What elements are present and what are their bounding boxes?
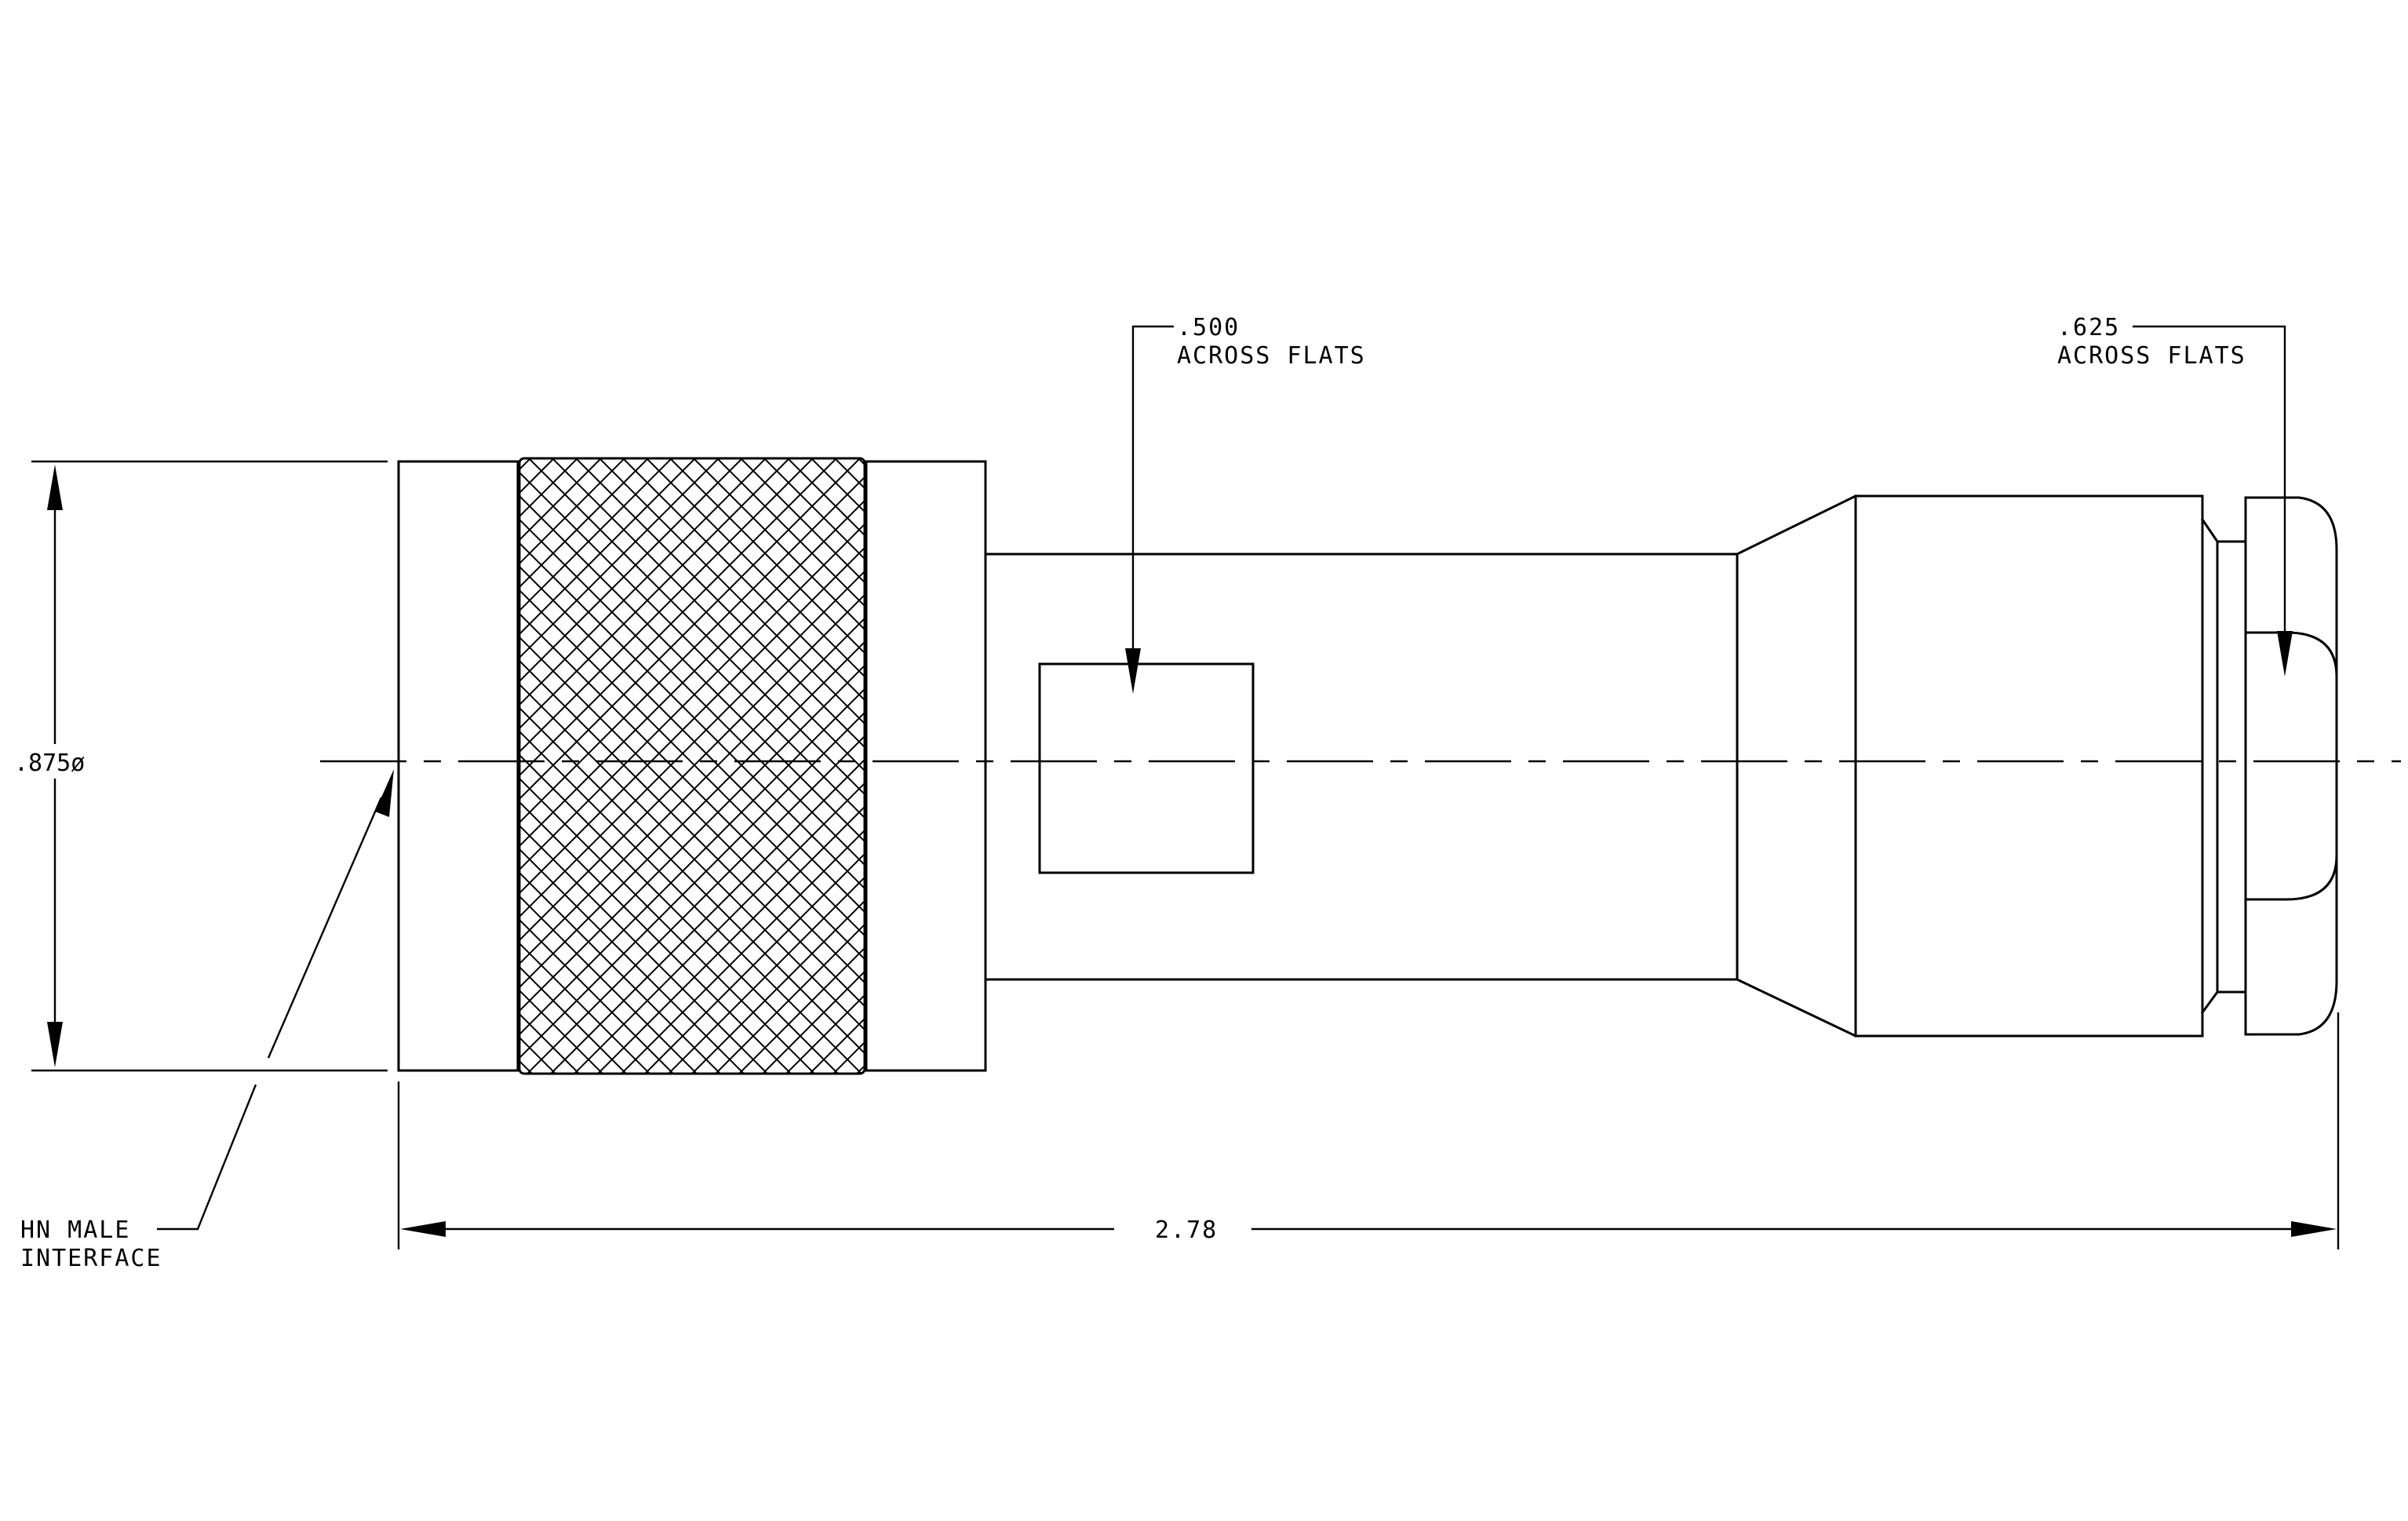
flats-large-value: .625 — [2057, 314, 2120, 341]
diameter-arrow-bottom — [47, 1022, 63, 1067]
flats-small-label: ACROSS FLATS — [1177, 342, 1366, 370]
diameter-extension-lines — [31, 460, 388, 1072]
flats-small-leader — [1131, 325, 1174, 658]
flats-large-label: ACROSS FLATS — [2057, 342, 2246, 370]
length-arrow-right — [2291, 1221, 2337, 1237]
body-tube — [984, 553, 1739, 981]
flats-large-leader — [2133, 325, 2286, 642]
flats-large-arrow — [2277, 631, 2293, 677]
interface-leader-upper — [267, 797, 383, 1059]
rear-nut — [2244, 496, 2338, 1036]
length-arrow-left — [400, 1221, 446, 1237]
neck-step — [2200, 517, 2247, 1015]
flats-small-value: .500 — [1177, 314, 1240, 341]
diameter-label-mask — [11, 744, 99, 779]
knurled-coupling-nut — [518, 457, 866, 1075]
interface-leader-lower — [157, 1084, 257, 1231]
length-extension-lines — [397, 1012, 2340, 1249]
interface-label-line1: HN MALE — [20, 1216, 130, 1244]
front-ring — [397, 460, 519, 1072]
interface-label-line2: INTERFACE — [20, 1245, 162, 1272]
body-taper — [1735, 494, 1858, 1038]
rear-nut-flat — [2244, 631, 2338, 901]
flats-small-arrow — [1125, 648, 1141, 694]
interface-arrow — [375, 769, 394, 817]
diameter-label: .875ø — [14, 750, 85, 777]
hex-section — [1854, 494, 2204, 1038]
length-label: 2.78 — [1155, 1216, 1218, 1244]
rear-ring — [865, 460, 987, 1072]
wrench-flat — [1038, 662, 1255, 874]
diameter-arrow-top — [47, 465, 63, 510]
